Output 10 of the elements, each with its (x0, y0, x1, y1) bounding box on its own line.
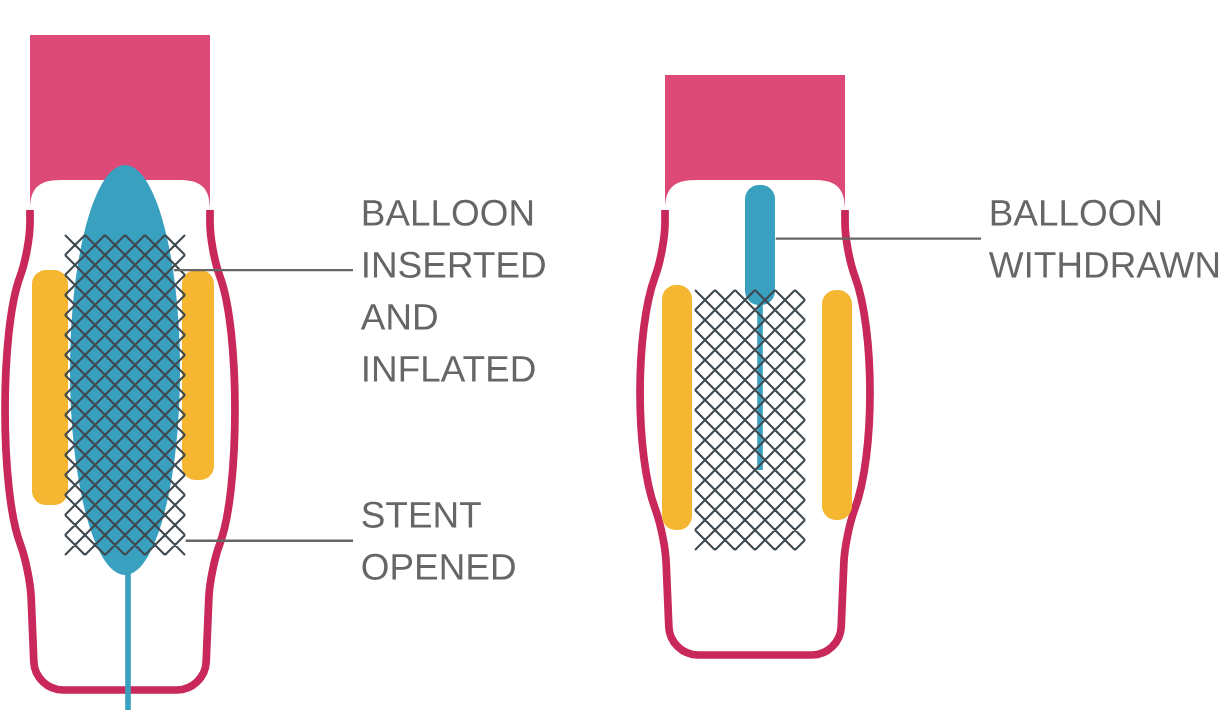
balloon (745, 185, 775, 470)
stent-mesh (63, 233, 187, 557)
leader-line (185, 539, 353, 543)
callout-text: BALLOON WITHDRAWN (988, 199, 1219, 278)
callout-text: BALLOON INSERTED AND INFLATED (360, 199, 545, 382)
balloon (70, 165, 180, 710)
stent-mesh (693, 288, 807, 552)
leader-line (775, 237, 981, 240)
leader-line (173, 268, 353, 272)
callout-text: STENT OPENED (362, 501, 515, 580)
